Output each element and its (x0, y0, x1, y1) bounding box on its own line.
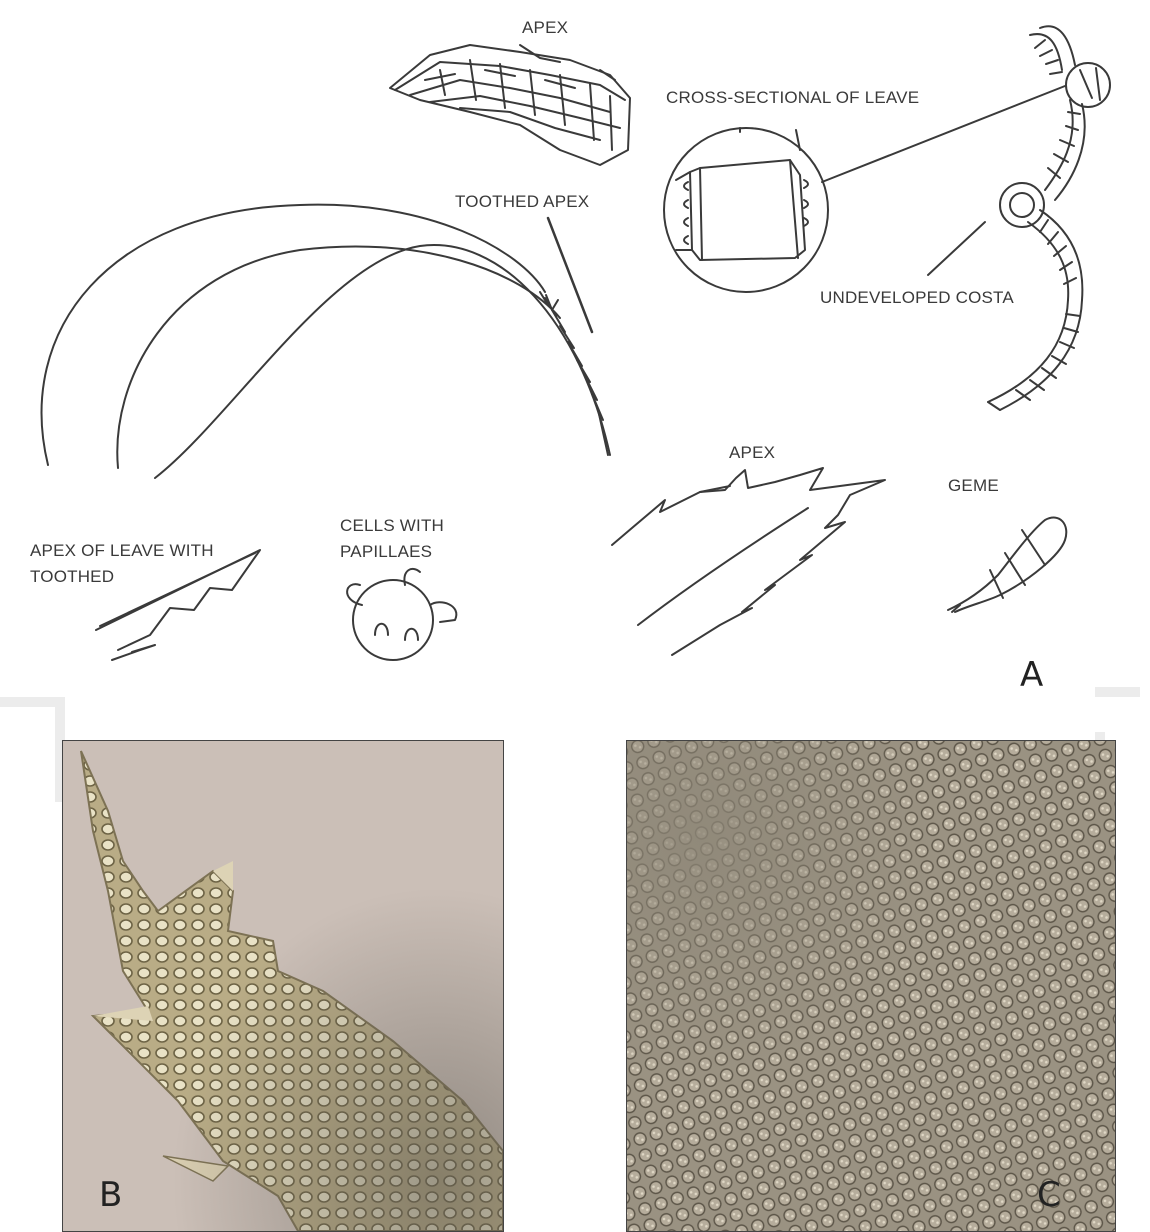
label-apex-top: APEX (522, 17, 568, 38)
label-cross-section: CROSS-SECTIONAL OF LEAVE (666, 87, 919, 108)
panel-letter-b: B (99, 1175, 122, 1215)
right-apex-sketch (612, 468, 885, 655)
label-cells-line1: CELLS WITH (340, 515, 444, 536)
small-toothed-apex (96, 550, 260, 660)
papillae-cell (347, 569, 456, 660)
label-undeveloped-costa: UNDEVELOPED COSTA (820, 287, 1014, 308)
apex-cells-sketch (390, 45, 630, 165)
drawing-canvas (0, 0, 1150, 710)
label-apex-right: APEX (729, 442, 775, 463)
label-apex-leave-line1: APEX OF LEAVE WITH (30, 540, 214, 561)
label-cells-line2: PAPILLAES (340, 541, 432, 562)
panel-letter-a: A (1020, 655, 1043, 695)
micrograph-c-cells: C (626, 740, 1116, 1232)
geme-sketch (948, 518, 1066, 612)
panel-a-drawings: APEX CROSS-SECTIONAL OF LEAVE TOOTHED AP… (0, 0, 1150, 710)
panel-letter-c: C (1037, 1175, 1061, 1215)
cell-grid-image (627, 741, 1115, 1231)
label-geme: GEME (948, 475, 999, 496)
leaf-outline (42, 205, 610, 478)
micrograph-b-leaf-apex: B (62, 740, 504, 1232)
label-apex-leave-line2: TOOTHED (30, 566, 114, 587)
cross-section-circle (664, 128, 828, 292)
costa-strand (988, 26, 1110, 410)
label-toothed-apex: TOOTHED APEX (455, 191, 589, 212)
leaf-apex-image (63, 741, 503, 1231)
